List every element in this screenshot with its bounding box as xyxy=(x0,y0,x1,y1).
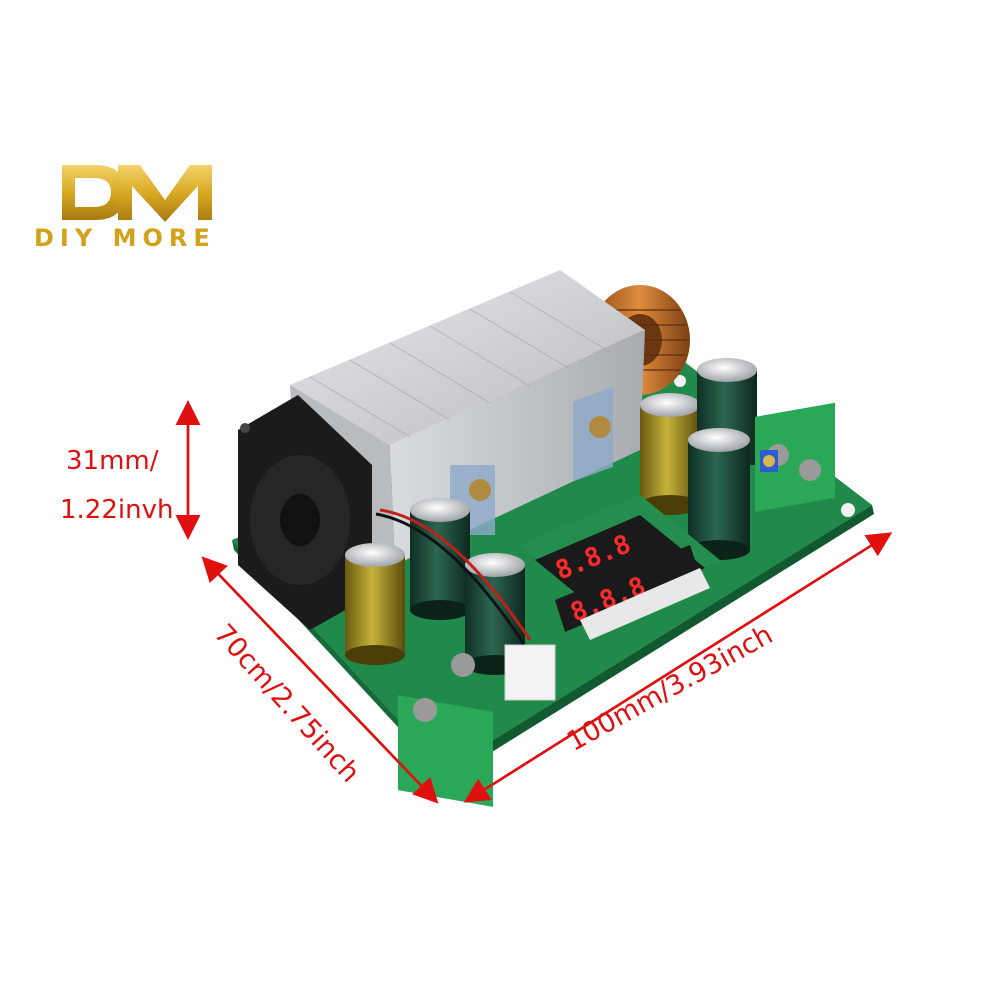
logo-letter-d xyxy=(62,165,125,220)
dimension-width-line xyxy=(201,556,439,804)
mount-hole xyxy=(674,375,686,387)
mount-hole xyxy=(841,503,855,517)
capacitor xyxy=(410,498,470,620)
height-label-inch: 1.22invh xyxy=(60,495,174,525)
led-display-module: 8.8.8 8.8.8 xyxy=(520,495,720,640)
brand-name: DIY MORE xyxy=(34,224,216,252)
height-label-mm: 31mm/ xyxy=(66,446,159,476)
brand-logo xyxy=(62,165,212,222)
potentiometer xyxy=(760,450,778,472)
cooling-fan xyxy=(238,395,372,630)
dimension-length-line xyxy=(463,532,893,803)
capacitor xyxy=(688,428,750,560)
capacitor xyxy=(345,543,405,665)
logo-letter-m xyxy=(118,165,212,222)
fan-connector xyxy=(375,508,556,701)
